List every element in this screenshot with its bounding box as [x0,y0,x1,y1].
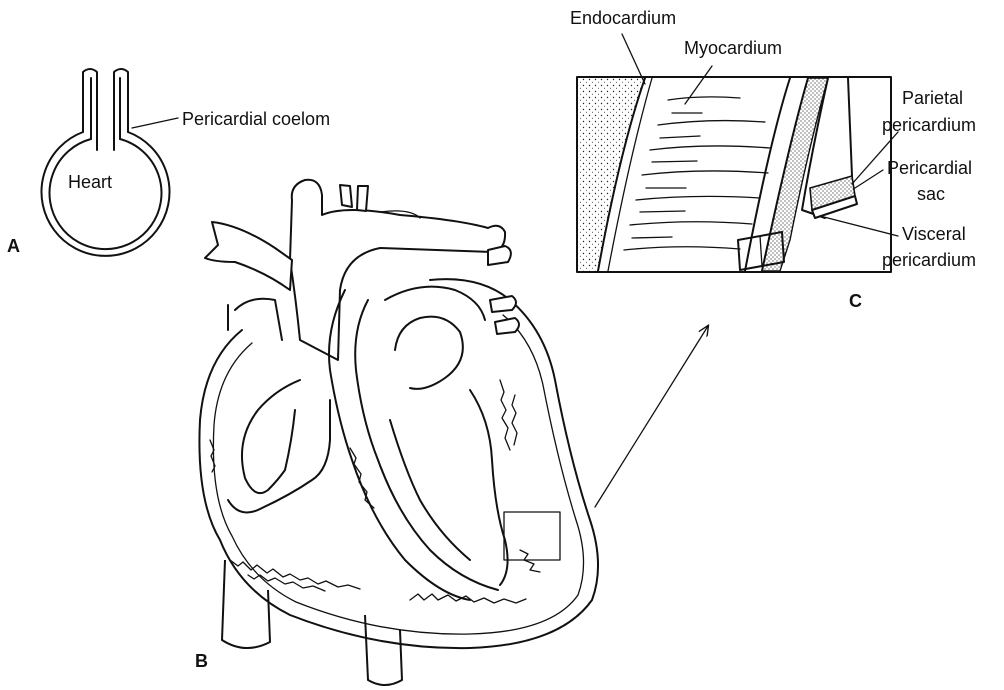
magnification-arrow [595,326,708,507]
panel-c: Endocardium Myocardium Parietal pericard… [570,8,976,311]
visceral-pericardium-label-line2: pericardium [882,250,976,270]
parietal-pericardium-label-line2: pericardium [882,115,976,135]
myocardium-fibres [624,97,770,250]
pericardial-coelom-ring [42,69,170,256]
panel-c-letter: C [849,291,862,311]
parietal-pericardium-label-line1: Parietal [902,88,963,108]
heart-label: Heart [68,172,112,192]
myocardium-leader-line [685,66,712,104]
panel-b: B [195,180,598,685]
panel-b-letter: B [195,651,208,671]
coelom-leader-line [132,118,178,128]
pericardial-sac-label-line2: sac [917,184,945,204]
pericardial-coelom-label: Pericardial coelom [182,109,330,129]
myocardium-label: Myocardium [684,38,782,58]
visceral-leader-line [820,216,898,236]
magnification-box [504,512,560,560]
visceral-band [762,78,828,271]
pericardial-sac-label-line1: Pericardial [887,158,972,178]
panel-a-letter: A [7,236,20,256]
sac-leader-line [855,170,883,188]
heart-cross-section [199,180,598,685]
visceral-pericardium-label-line1: Visceral [902,224,966,244]
endocardium-label: Endocardium [570,8,676,28]
panel-a: Heart Pericardial coelom A [7,69,330,256]
